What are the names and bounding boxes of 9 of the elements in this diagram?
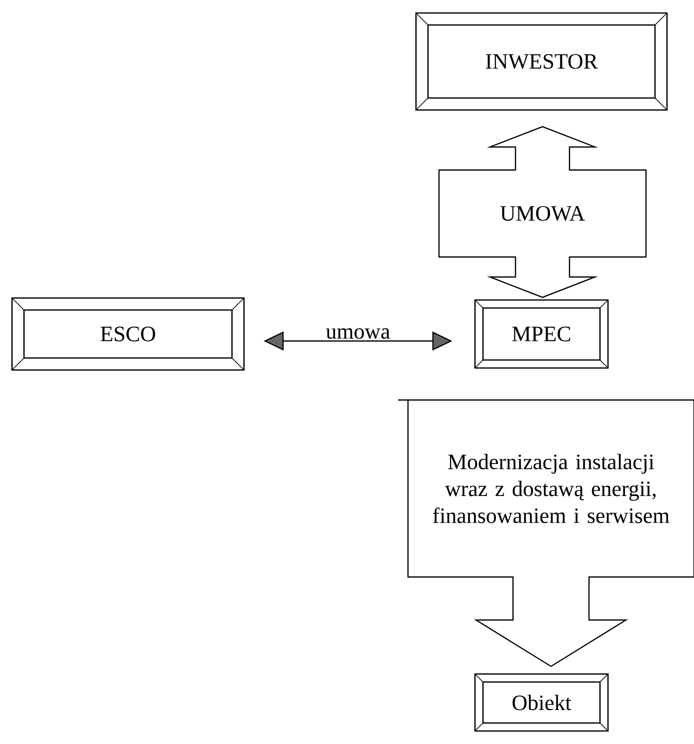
beveled-box: Obiekt — [474, 673, 609, 732]
beveled-box: MPEC — [474, 299, 609, 369]
beveled-box: ESCO — [11, 297, 245, 371]
block-arrow — [397, 399, 694, 668]
block-arrow — [438, 126, 647, 298]
edge-label: umowa — [326, 328, 390, 339]
edge-label: UMOWA — [500, 206, 585, 221]
beveled-box: INWESTOR — [415, 12, 668, 111]
edge-label: Modernizacja instalacji wraz z dostawą energii, finansowaniem i serwisem — [432, 454, 670, 524]
